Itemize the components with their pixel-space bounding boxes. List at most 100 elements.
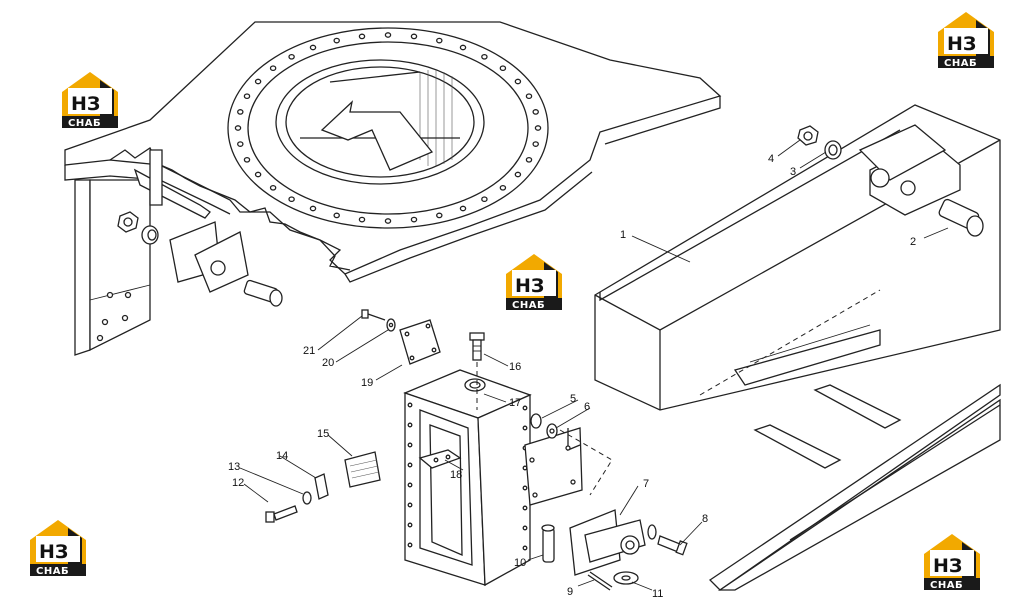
logo-inner-panel	[930, 550, 974, 576]
housing-bolt-hole	[522, 485, 528, 491]
lever-bracket-7	[559, 429, 646, 576]
pin-10	[541, 524, 555, 563]
housing-bolt-hole	[522, 405, 528, 411]
logo-top-text: НЗ	[515, 275, 544, 297]
flange-bolt-hole	[269, 65, 277, 72]
hz-snab-logo: НЗ СНАБ	[30, 520, 86, 577]
flange-bolt-hole	[384, 32, 392, 38]
logo-top-text: НЗ	[39, 541, 68, 563]
left-bracket-assembly	[74, 149, 283, 356]
housing-bolt-hole	[522, 505, 528, 511]
turntable-frame-plate	[64, 21, 722, 283]
flange-bolt-hole	[288, 196, 295, 203]
housing-bolt-hole	[407, 542, 413, 548]
part-label-1: 1	[620, 229, 626, 241]
washer-20	[386, 318, 396, 332]
part-label-4: 4	[768, 153, 774, 165]
logo-bar	[506, 298, 562, 310]
flange-bolt-hole	[499, 184, 507, 191]
bolt-12	[265, 505, 298, 523]
flange-bolt-hole	[243, 156, 251, 163]
logo-top-text: НЗ	[947, 33, 976, 55]
part-number-labels: 1 2 3 4 5 6 7 8 9 10 11 12 13 14 15 16 1…	[228, 153, 916, 600]
cover-plate-19	[399, 319, 441, 365]
logo-bar	[924, 578, 980, 590]
flange-bolt-hole	[243, 93, 251, 100]
housing-bolt-hole	[407, 442, 413, 448]
part-label-8: 8	[702, 513, 708, 525]
flange-bolt-hole	[237, 141, 244, 147]
lower-frame-rails	[708, 383, 1001, 591]
part-label-17: 17	[509, 397, 521, 409]
housing-bolt-hole	[522, 425, 528, 431]
flange-bolt-hole	[410, 216, 418, 223]
right-clevis-assembly	[797, 124, 984, 237]
logo-bar	[30, 564, 86, 576]
part-label-14: 14	[276, 450, 288, 462]
cotter-pin-9	[587, 571, 613, 591]
flange-bolt-hole	[532, 109, 539, 115]
flange-bolt-hole	[254, 171, 262, 178]
logo-bottom-text: СНАБ	[944, 58, 977, 69]
logo-bottom-text: СНАБ	[36, 566, 69, 577]
flange-bolt-hole	[514, 78, 522, 85]
logo-bar	[62, 116, 118, 128]
bolt-8	[647, 524, 688, 556]
forward-arrow-icon	[320, 100, 434, 171]
pad-15	[344, 451, 381, 488]
part-label-16: 16	[509, 361, 521, 373]
flange-bolt-holes	[234, 32, 542, 224]
flange-bolt-hole	[481, 53, 488, 60]
logo-bottom-text: СНАБ	[68, 118, 101, 129]
part-label-6: 6	[584, 401, 590, 413]
housing-bolt-hole	[407, 522, 413, 528]
plate-14	[314, 473, 329, 500]
logo-bottom-text: СНАБ	[930, 580, 963, 591]
flange-bolt-hole	[333, 212, 340, 219]
flange-bolt-hole	[499, 65, 507, 72]
bolt-21	[361, 309, 386, 321]
housing-bolt-hole	[407, 422, 413, 428]
flange-bolt-hole	[525, 156, 533, 163]
part-label-10: 10	[514, 557, 526, 569]
part-label-5: 5	[570, 393, 576, 405]
part-label-19: 19	[361, 377, 373, 389]
flange-bolt-hole	[481, 196, 488, 203]
housing-bolt-hole	[407, 402, 413, 408]
housing-bolt-hole	[522, 545, 528, 551]
flange-bolt-hole	[384, 218, 392, 224]
flange-bolt-hole	[288, 53, 295, 60]
housing-bolt-hole	[407, 482, 413, 488]
logo-bottom-text: СНАБ	[512, 300, 545, 311]
housing-bolt-hole	[407, 502, 413, 508]
flange-bolt-hole	[254, 78, 262, 85]
part-label-13: 13	[228, 461, 240, 473]
housing-bolt-hole	[522, 525, 528, 531]
hz-snab-logo: НЗ СНАБ	[938, 12, 994, 69]
flange-bolt-hole	[333, 37, 340, 44]
washer-11	[613, 571, 639, 585]
flange-bolt-hole	[237, 109, 244, 115]
flange-bolt-hole	[234, 125, 242, 131]
flange-bolt-hole	[436, 212, 443, 219]
logo-inner-panel	[512, 270, 556, 296]
part-label-18: 18	[450, 469, 462, 481]
flange-bolt-hole	[436, 37, 443, 44]
housing-box	[403, 369, 532, 587]
part-label-15: 15	[317, 428, 329, 440]
inner-hatching	[300, 70, 460, 166]
washer-13	[302, 491, 312, 505]
flange-bolt-hole	[358, 216, 366, 223]
side-plate-5-6	[524, 413, 583, 506]
hz-snab-logo: НЗ СНАБ	[506, 254, 562, 311]
flange-bolt-hole	[459, 205, 467, 212]
part-label-11: 11	[652, 588, 663, 600]
flange-bolt-hole	[358, 33, 366, 40]
logo-inner-panel	[68, 88, 112, 114]
flange-bolt-hole	[532, 141, 539, 147]
flange-bolt-hole	[309, 205, 317, 212]
